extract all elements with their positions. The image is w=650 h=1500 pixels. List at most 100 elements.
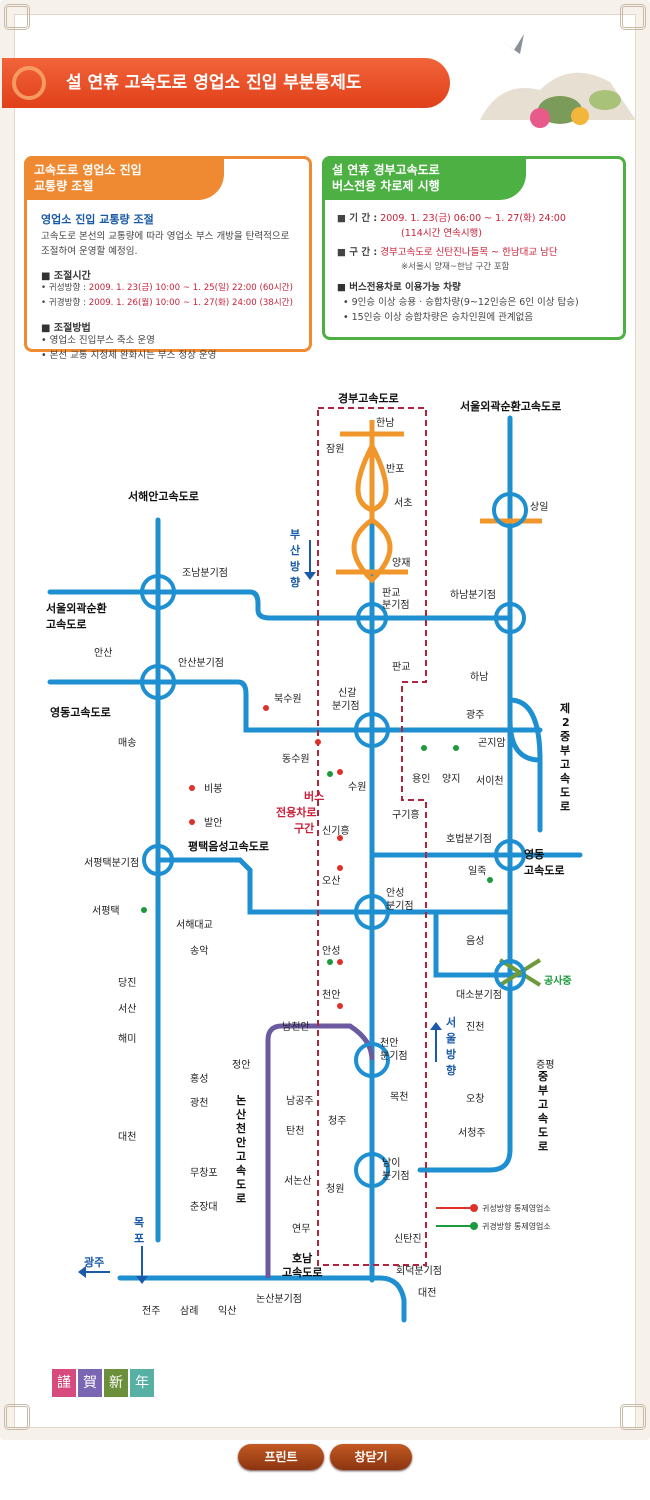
svg-text:중: 중: [538, 1070, 548, 1083]
label-yeongdong-right-2: 고속도로: [524, 864, 564, 877]
place-label: 분기점: [386, 900, 414, 912]
box-subtitle: 영업소 진입 교통량 조절: [41, 213, 154, 226]
method-header: ■ 조절방법: [41, 323, 91, 334]
place-label: 춘장대: [190, 1201, 218, 1213]
place-label: 안산분기점: [178, 657, 224, 669]
svg-text:부: 부: [538, 1084, 548, 1097]
tab-line: 설 연휴 경부고속도로: [332, 163, 440, 177]
place-label: 송악: [190, 945, 208, 957]
place-label: 한남: [376, 417, 394, 429]
construction-road: [498, 958, 542, 987]
label-yeongdong-right: 영동: [524, 848, 544, 861]
corner-ornament: [4, 4, 30, 30]
place-label: 곤지암: [478, 737, 506, 749]
place-label: 대전: [418, 1287, 436, 1299]
cloud-icon: [12, 66, 46, 100]
place-label: 신탄진: [394, 1233, 422, 1245]
place-label: 용인: [412, 773, 430, 785]
page-title: 설 연휴 고속도로 영업소 진입 부분통제도: [2, 58, 450, 108]
place-label: 홍성: [190, 1072, 208, 1085]
stamp-char: 賀: [78, 1369, 102, 1397]
svg-text:부: 부: [290, 528, 300, 541]
period-row: ■ 기 간 : 2009. 1. 23(금) 06:00 ~ 1. 27(화) …: [337, 213, 566, 224]
place-label: 무창포: [190, 1167, 218, 1179]
place-label: 안성: [386, 887, 404, 899]
method-item: • 본선 교통 지정체 완화시는 부스 정상 운영: [41, 350, 217, 361]
place-label: 목천: [390, 1091, 408, 1103]
section-note: ※서울시 양재~한남 구간 포함: [401, 262, 510, 272]
svg-text:속: 속: [560, 772, 570, 785]
place-label: 분기점: [382, 1170, 410, 1182]
place-label: 서청주: [458, 1127, 486, 1139]
place-label: 오창: [466, 1093, 484, 1105]
place-label: 잠원: [326, 443, 344, 455]
desc-line: 고속도로 본선의 교통량에 따라 영업소 부스 개방을 탄력적으로: [41, 231, 290, 242]
corner-ornament: [620, 4, 646, 30]
tab-line: 버스전용 차로제 시행: [332, 179, 440, 193]
place-label: 발안: [204, 817, 222, 829]
place-label: 천안: [322, 989, 340, 1001]
label-jungbu2: 제2 중부 고속 도로: [560, 701, 570, 813]
tab-line: 고속도로 영업소 진입: [34, 163, 142, 177]
place-label: 청원: [326, 1183, 344, 1195]
place-label: 남이: [382, 1157, 400, 1169]
place-label: 음성: [466, 935, 484, 947]
place-label: 대소분기점: [456, 989, 502, 1001]
place-label: 양지: [442, 773, 460, 785]
place-label: 남공주: [286, 1095, 314, 1107]
busan-direction: 부산 방향: [290, 528, 300, 589]
close-window-button[interactable]: 창닫기: [330, 1444, 412, 1470]
place-label: 청주: [328, 1115, 346, 1127]
place-label: 일죽: [468, 865, 486, 877]
place-label: 양재: [392, 557, 410, 569]
svg-text:버스: 버스: [304, 789, 324, 803]
place-label: 서해대교: [176, 918, 213, 931]
period-note: (114시간 연속시행): [401, 228, 483, 239]
place-label: 서초: [394, 497, 412, 509]
place-label: 광주: [84, 1256, 104, 1269]
place-label: 진천: [466, 1021, 484, 1033]
svg-text:도: 도: [538, 1126, 548, 1139]
svg-text:도: 도: [560, 786, 570, 799]
place-label: 판교: [392, 661, 410, 673]
place-label: 서평택분기점: [84, 857, 139, 869]
label-seoul-ring: 서울외곽순환고속도로: [460, 399, 561, 413]
place-label: 분기점: [332, 700, 360, 712]
place-label: 삼례: [180, 1305, 198, 1317]
svg-text:고: 고: [236, 1150, 246, 1163]
place-label: 반포: [386, 463, 404, 475]
bus-lane-label: 버스 전용차로 구간: [276, 789, 324, 835]
svg-text:전용차로: 전용차로: [276, 805, 316, 819]
svg-text:안: 안: [236, 1135, 246, 1149]
print-button[interactable]: 프린트: [238, 1444, 324, 1470]
seoul-interchanges: [336, 420, 542, 584]
svg-text:논: 논: [236, 1094, 246, 1107]
place-label: 당진: [118, 977, 136, 989]
svg-text:도: 도: [236, 1178, 246, 1191]
svg-text:속: 속: [236, 1164, 246, 1177]
place-label: 광주: [466, 709, 484, 721]
svg-text:산: 산: [236, 1107, 246, 1121]
svg-text:제: 제: [560, 701, 570, 715]
place-label: 호법분기점: [446, 833, 492, 845]
place-label: 구기흥: [392, 808, 420, 821]
method-list: • 영업소 진입부스 축소 운영 • 본선 교통 지정체 완화시는 부스 정상 …: [41, 333, 216, 363]
place-label: 천안: [380, 1037, 398, 1049]
nonsan-road: [265, 1023, 375, 1210]
place-label: 회덕분기점: [396, 1265, 442, 1277]
svg-text:고: 고: [538, 1098, 548, 1111]
highway-map: 경부고속도로 서울외곽순환고속도로 서해안고속도로 서울외곽순환 고속도로 영동…: [46, 391, 583, 1323]
place-label: 서평택: [92, 905, 120, 917]
corner-ornament: [4, 1404, 30, 1430]
place-label: 하남: [470, 670, 488, 683]
label-honam-2: 고속도로: [282, 1266, 322, 1279]
svg-text:향: 향: [446, 1063, 456, 1077]
place-label: 조남분기점: [182, 567, 228, 579]
place-label: 서이천: [476, 775, 504, 787]
place-label: 신기흥: [322, 824, 350, 837]
seoul-direction: 서울 방향: [446, 1015, 456, 1077]
place-label: 연무: [292, 1223, 310, 1235]
svg-text:로: 로: [538, 1140, 548, 1153]
svg-text:로: 로: [236, 1192, 246, 1205]
bus-lane-box: 설 연휴 경부고속도로 버스전용 차로제 시행 ■ 기 간 : 2009. 1.…: [322, 156, 626, 340]
